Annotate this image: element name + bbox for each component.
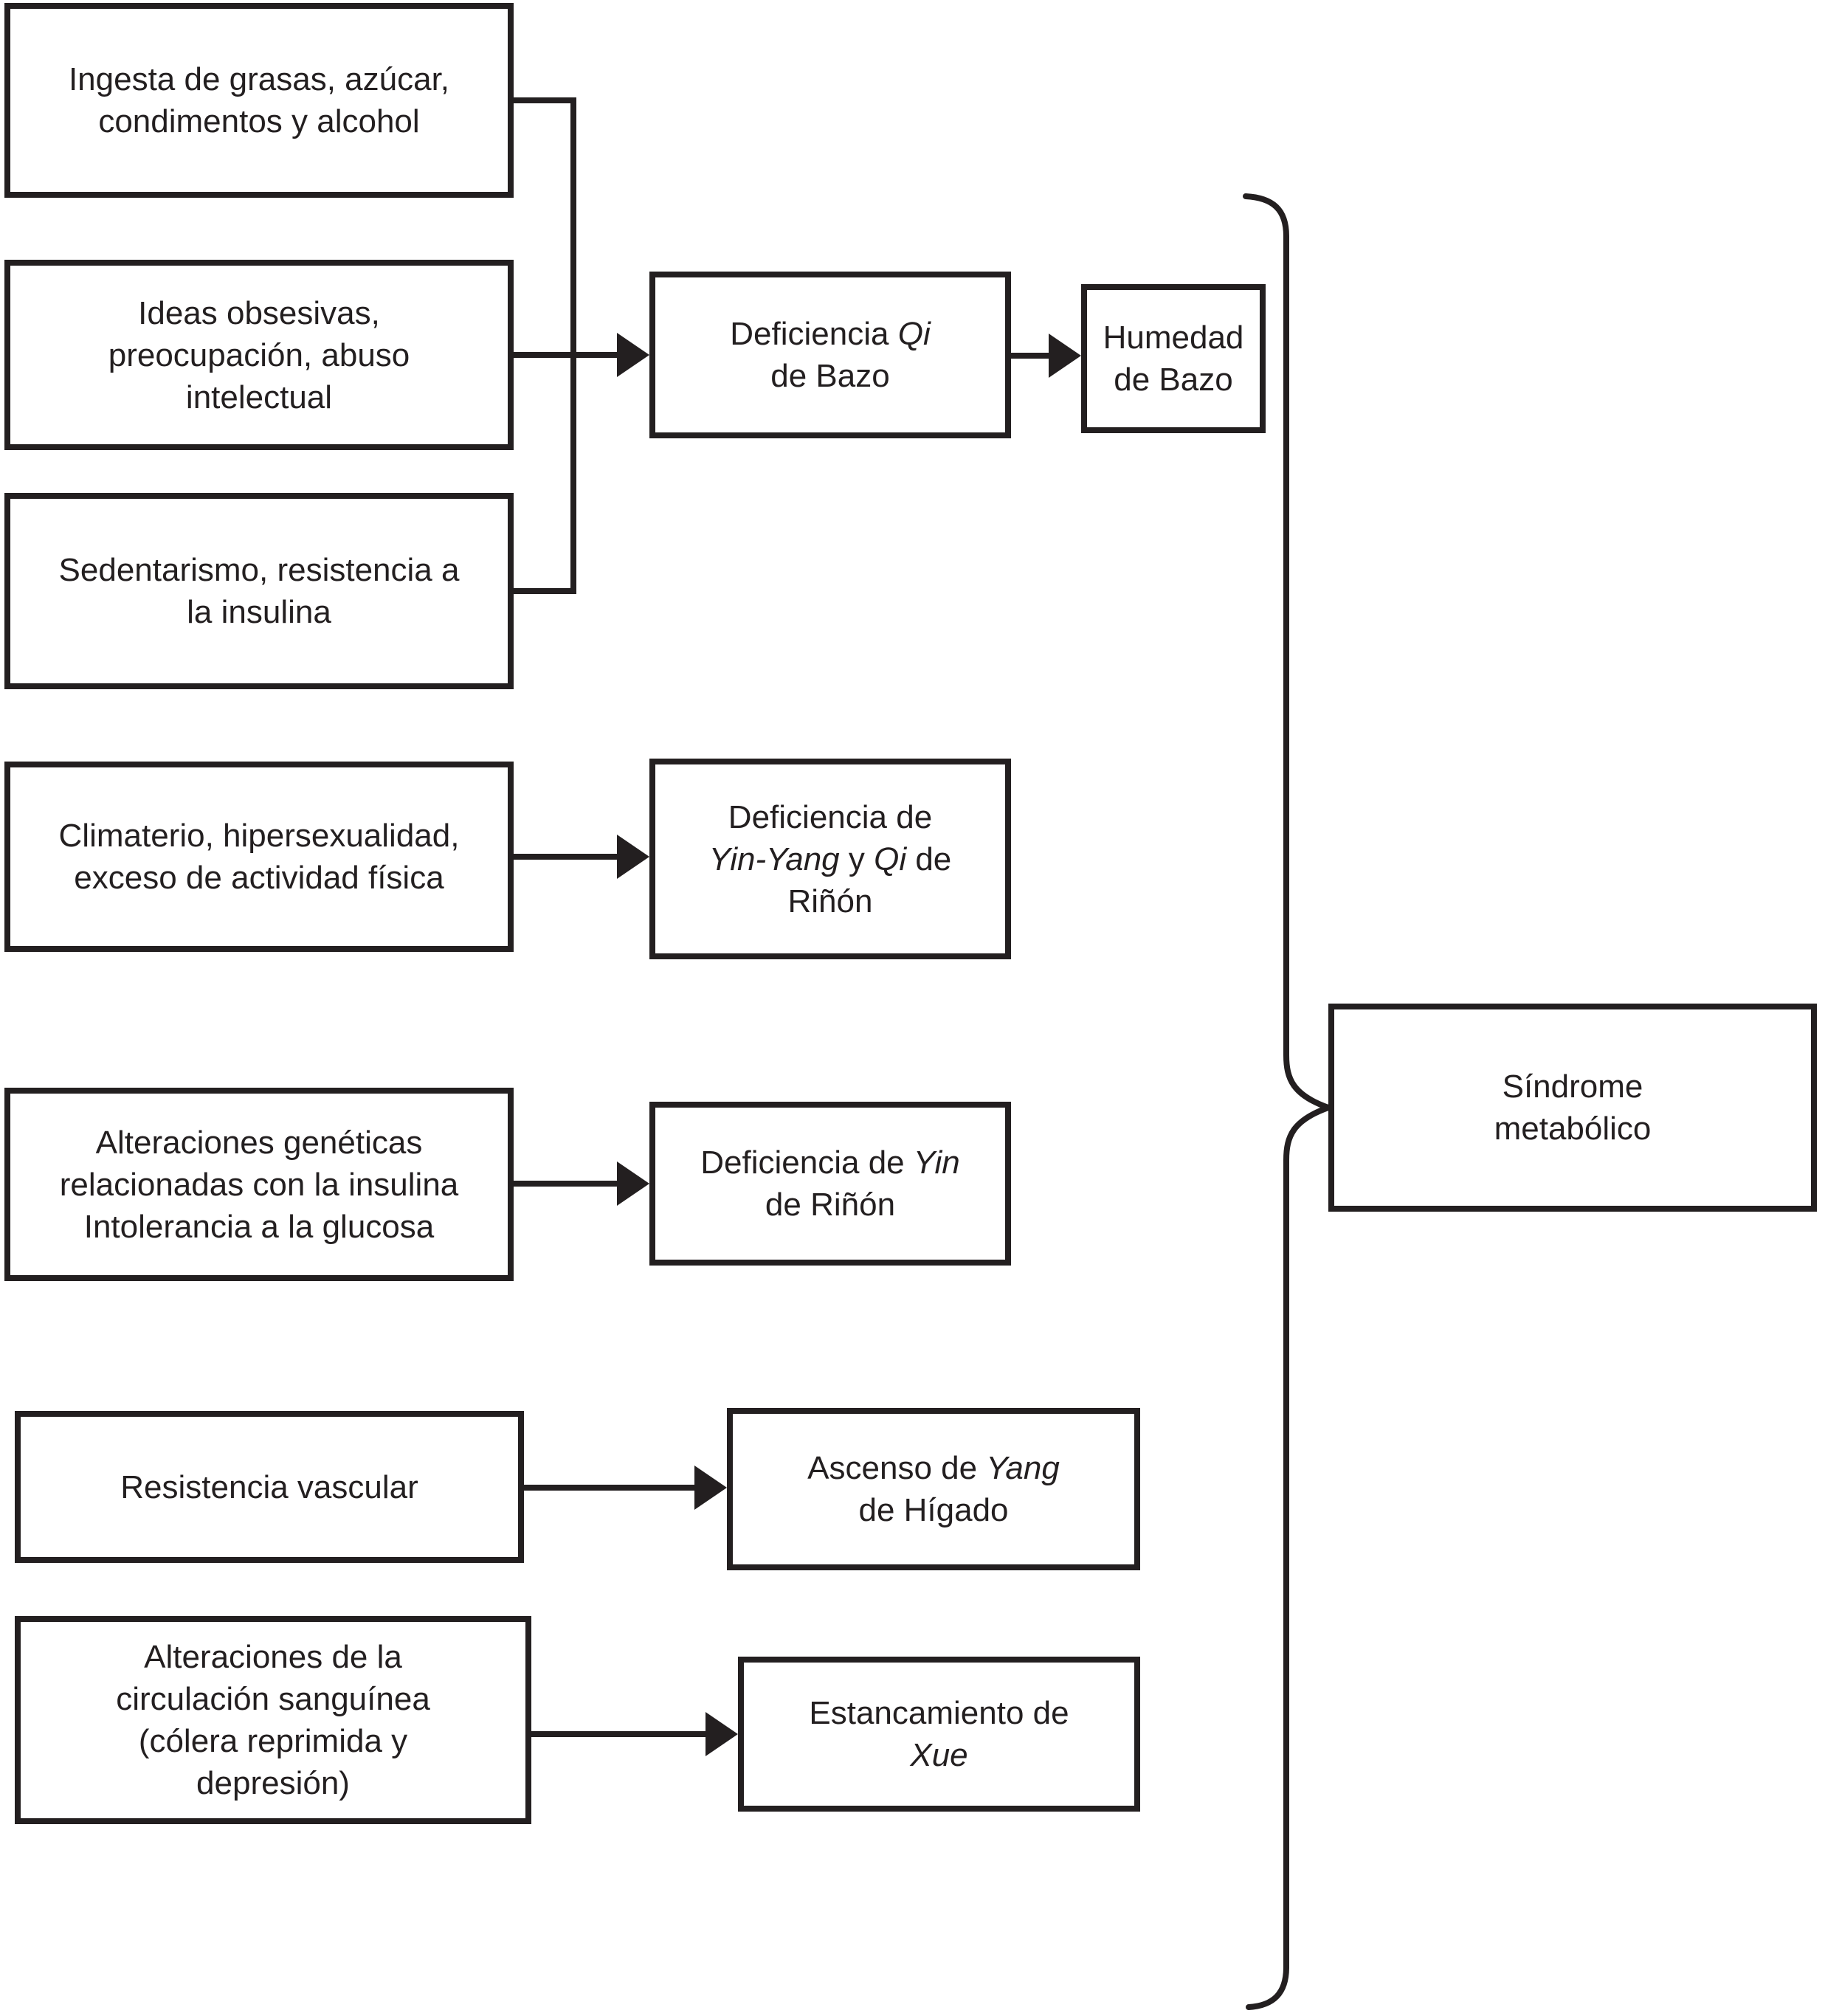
- box-sedentarismo-label: Sedentarismo, resistencia a la insulina: [58, 552, 460, 630]
- box-resistencia-vascular: Resistencia vascular: [15, 1411, 524, 1563]
- box-alteraciones-circulacion-label: Alteraciones de la circulación sanguínea…: [116, 1639, 430, 1801]
- box-estancamiento-xue: Estancamiento de Xue: [738, 1657, 1140, 1812]
- box-climaterio: Climaterio, hipersexualidad, exceso de a…: [4, 762, 514, 952]
- box-deficiencia-yinyang-qi-rinon-label: Deficiencia de Yin-Yang y Qi de Riñón: [708, 798, 952, 919]
- box-deficiencia-qi-bazo: Deficiencia Qi de Bazo: [649, 272, 1011, 438]
- box-alteraciones-geneticas: Alteraciones genéticas relacionadas con …: [4, 1088, 514, 1281]
- box-ascenso-yang-higado: Ascenso de Yang de Hígado: [727, 1408, 1140, 1570]
- box-deficiencia-yin-rinon: Deficiencia de Yin de Riñón: [649, 1102, 1011, 1266]
- box-ingesta-grasas-label: Ingesta de grasas, azúcar, condimentos y…: [68, 61, 450, 139]
- arrowhead-resistencia: [694, 1466, 727, 1510]
- box-resistencia-vascular-label: Resistencia vascular: [120, 1468, 418, 1505]
- box-deficiencia-qi-bazo-label: Deficiencia Qi de Bazo: [730, 316, 931, 394]
- box-humedad-bazo-label: Humedad de Bazo: [1103, 320, 1244, 398]
- arrowhead-ideas-to-def-qi-bazo: [617, 333, 649, 377]
- box-sedentarismo: Sedentarismo, resistencia a la insulina: [4, 493, 514, 689]
- box-ascenso-yang-higado-label: Ascenso de Yang de Hígado: [807, 1450, 1060, 1528]
- box-sindrome-metabolico-label: Síndrome metabólico: [1494, 1069, 1652, 1147]
- box-alteraciones-geneticas-label: Alteraciones genéticas relacionadas con …: [59, 1124, 459, 1245]
- box-deficiencia-yin-rinon-label: Deficiencia de Yin de Riñón: [700, 1145, 960, 1223]
- box-ingesta-grasas: Ingesta de grasas, azúcar, condimentos y…: [4, 3, 514, 198]
- box-alteraciones-circulacion: Alteraciones de la circulación sanguínea…: [15, 1616, 531, 1824]
- box-deficiencia-yinyang-qi-rinon: Deficiencia de Yin-Yang y Qi de Riñón: [649, 759, 1011, 959]
- arrowhead-def-qi-to-humedad: [1049, 334, 1081, 378]
- box-ideas-obsesivas: Ideas obsesivas, preocupación, abuso int…: [4, 260, 514, 450]
- box-ideas-obsesivas-label: Ideas obsesivas, preocupación, abuso int…: [108, 294, 410, 415]
- box-estancamiento-xue-label: Estancamiento de Xue: [809, 1695, 1069, 1773]
- arrowhead-circulacion: [705, 1712, 738, 1756]
- box-climaterio-label: Climaterio, hipersexualidad, exceso de a…: [58, 818, 460, 896]
- arrowhead-climaterio: [617, 835, 649, 879]
- arrowhead-geneticas: [617, 1161, 649, 1206]
- box-humedad-bazo: Humedad de Bazo: [1081, 284, 1266, 433]
- box-sindrome-metabolico: Síndrome metabólico: [1328, 1004, 1817, 1212]
- curly-brace: [1243, 193, 1337, 2010]
